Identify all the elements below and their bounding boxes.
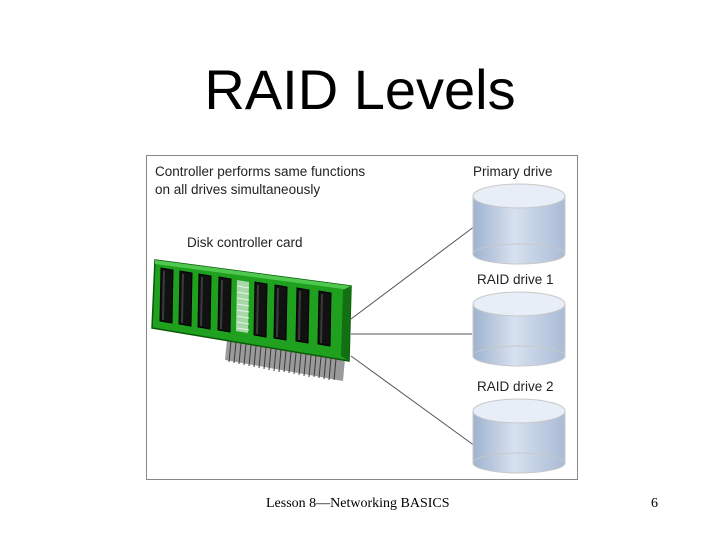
chip-3 — [197, 273, 212, 330]
slide-number: 6 — [651, 496, 658, 511]
raid-diagram-svg — [151, 183, 566, 474]
chip-5 — [253, 281, 268, 338]
raid-drive-1-label: RAID drive 1 — [477, 272, 554, 287]
edge-connector — [225, 339, 345, 381]
page-title: RAID Levels — [204, 58, 516, 121]
raid-drive-1-icon — [472, 291, 566, 367]
raid-drive-2-label: RAID drive 2 — [477, 379, 554, 394]
raid-drive-2-icon — [472, 398, 566, 474]
primary-drive-icon — [472, 183, 566, 265]
chip-8 — [317, 290, 332, 347]
chip-4 — [217, 276, 232, 333]
diagram-caption-line-1: Controller performs same functions — [155, 164, 366, 179]
controller-card-label: Disk controller card — [187, 235, 303, 250]
line-to-raid-drive-2 — [350, 355, 476, 447]
chip-6 — [273, 284, 288, 341]
connection-lines — [350, 225, 476, 447]
primary-drive-label: Primary drive — [473, 164, 553, 179]
controller-chip-area — [236, 280, 250, 333]
raid-diagram-figure: Controller performs same functions on al… — [146, 155, 578, 480]
chip-2 — [178, 270, 193, 327]
footer-lesson-text: Lesson 8—Networking BASICS — [266, 496, 450, 511]
chip-1 — [159, 267, 174, 324]
line-to-primary-drive — [350, 225, 476, 320]
diagram-caption-line-2: on all drives simultaneously — [155, 182, 321, 197]
chip-7 — [295, 287, 310, 344]
controller-card — [151, 259, 352, 381]
